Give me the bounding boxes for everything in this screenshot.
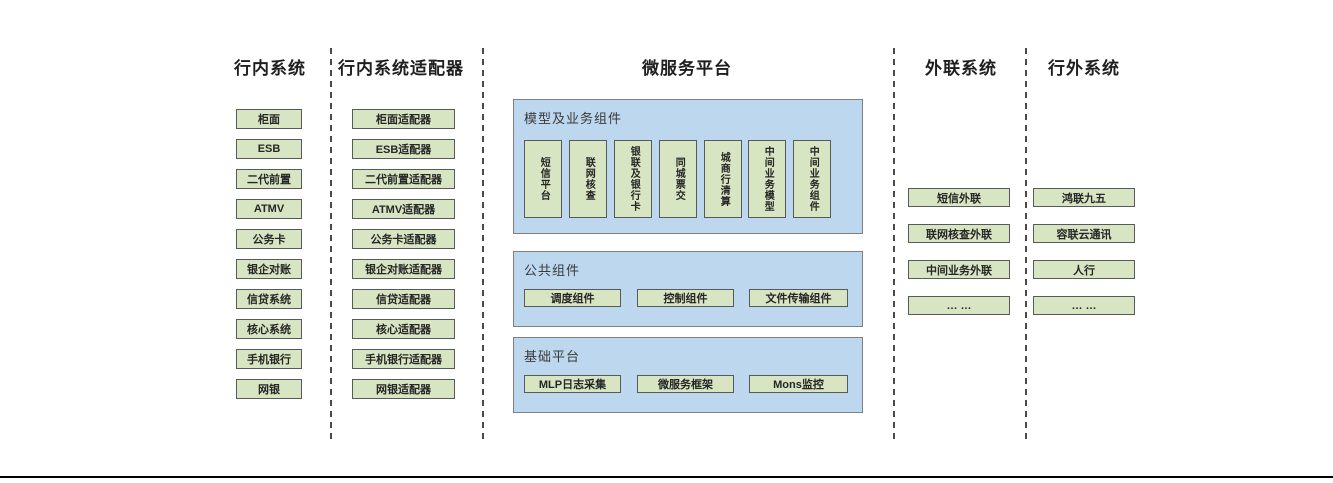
component-box: 文件传输组件 (749, 289, 848, 307)
adapter-box: ESB适配器 (352, 139, 455, 159)
dashed-separator (893, 48, 895, 443)
adapter-box: 公务卡适配器 (352, 229, 455, 249)
panel-title: 公共组件 (524, 263, 581, 278)
component-box: 短信平台 (524, 140, 562, 218)
dashed-separator (482, 48, 484, 443)
adapter-box: 信贷适配器 (352, 289, 455, 309)
column-title-outbound-systems: 外联系统 (925, 59, 997, 78)
column-title-microservice-platform: 微服务平台 (642, 59, 732, 78)
component-box: 中间业务模型 (748, 140, 786, 218)
panel-common-components: 公共组件 调度组件 控制组件 文件传输组件 (513, 251, 863, 327)
external-system-box: 鸿联九五 (1033, 188, 1135, 207)
panel-title: 基础平台 (524, 349, 581, 364)
internal-system-box: 公务卡 (236, 229, 302, 249)
component-box: Mons监控 (749, 375, 848, 393)
component-box: MLP日志采集 (524, 375, 621, 393)
internal-system-box: 二代前置 (236, 169, 302, 189)
adapter-box: 手机银行适配器 (352, 349, 455, 369)
column-title-external-systems: 行外系统 (1048, 59, 1120, 78)
adapter-box: 网银适配器 (352, 379, 455, 399)
component-box: 中间业务组件 (793, 140, 831, 218)
bottom-rule (0, 476, 1333, 478)
component-box: 联网核查 (569, 140, 607, 218)
internal-system-box: 柜面 (236, 109, 302, 129)
column-title-internal-adapters: 行内系统适配器 (338, 59, 464, 78)
internal-system-box: 银企对账 (236, 259, 302, 279)
outbound-system-box: 中间业务外联 (908, 260, 1010, 279)
component-box: 银联及银行卡 (614, 140, 652, 218)
internal-system-box: 核心系统 (236, 319, 302, 339)
external-system-box: … … (1033, 296, 1135, 315)
external-system-box: 容联云通讯 (1033, 224, 1135, 243)
outbound-system-box: 联网核查外联 (908, 224, 1010, 243)
adapter-box: 柜面适配器 (352, 109, 455, 129)
dashed-separator (330, 48, 332, 443)
component-box: 调度组件 (524, 289, 621, 307)
internal-system-box: 手机银行 (236, 349, 302, 369)
internal-system-box: ATMV (236, 199, 302, 219)
column-title-internal-systems: 行内系统 (234, 59, 306, 78)
component-box: 微服务框架 (637, 375, 734, 393)
outbound-system-box: 短信外联 (908, 188, 1010, 207)
component-box: 城商行清算 (704, 140, 742, 218)
adapter-box: 核心适配器 (352, 319, 455, 339)
panel-title: 模型及业务组件 (524, 111, 623, 126)
outbound-system-box: … … (908, 296, 1010, 315)
component-box: 控制组件 (637, 289, 734, 307)
component-box: 同城票交 (659, 140, 697, 218)
adapter-box: 银企对账适配器 (352, 259, 455, 279)
dashed-separator (1025, 48, 1027, 443)
internal-system-box: 信贷系统 (236, 289, 302, 309)
internal-system-box: 网银 (236, 379, 302, 399)
panel-model-business-components: 模型及业务组件 短信平台 联网核查 银联及银行卡 同城票交 城商行清算 中间业务… (513, 99, 863, 234)
internal-system-box: ESB (236, 139, 302, 159)
panel-base-platform: 基础平台 MLP日志采集 微服务框架 Mons监控 (513, 337, 863, 413)
external-system-box: 人行 (1033, 260, 1135, 279)
adapter-box: 二代前置适配器 (352, 169, 455, 189)
adapter-box: ATMV适配器 (352, 199, 455, 219)
